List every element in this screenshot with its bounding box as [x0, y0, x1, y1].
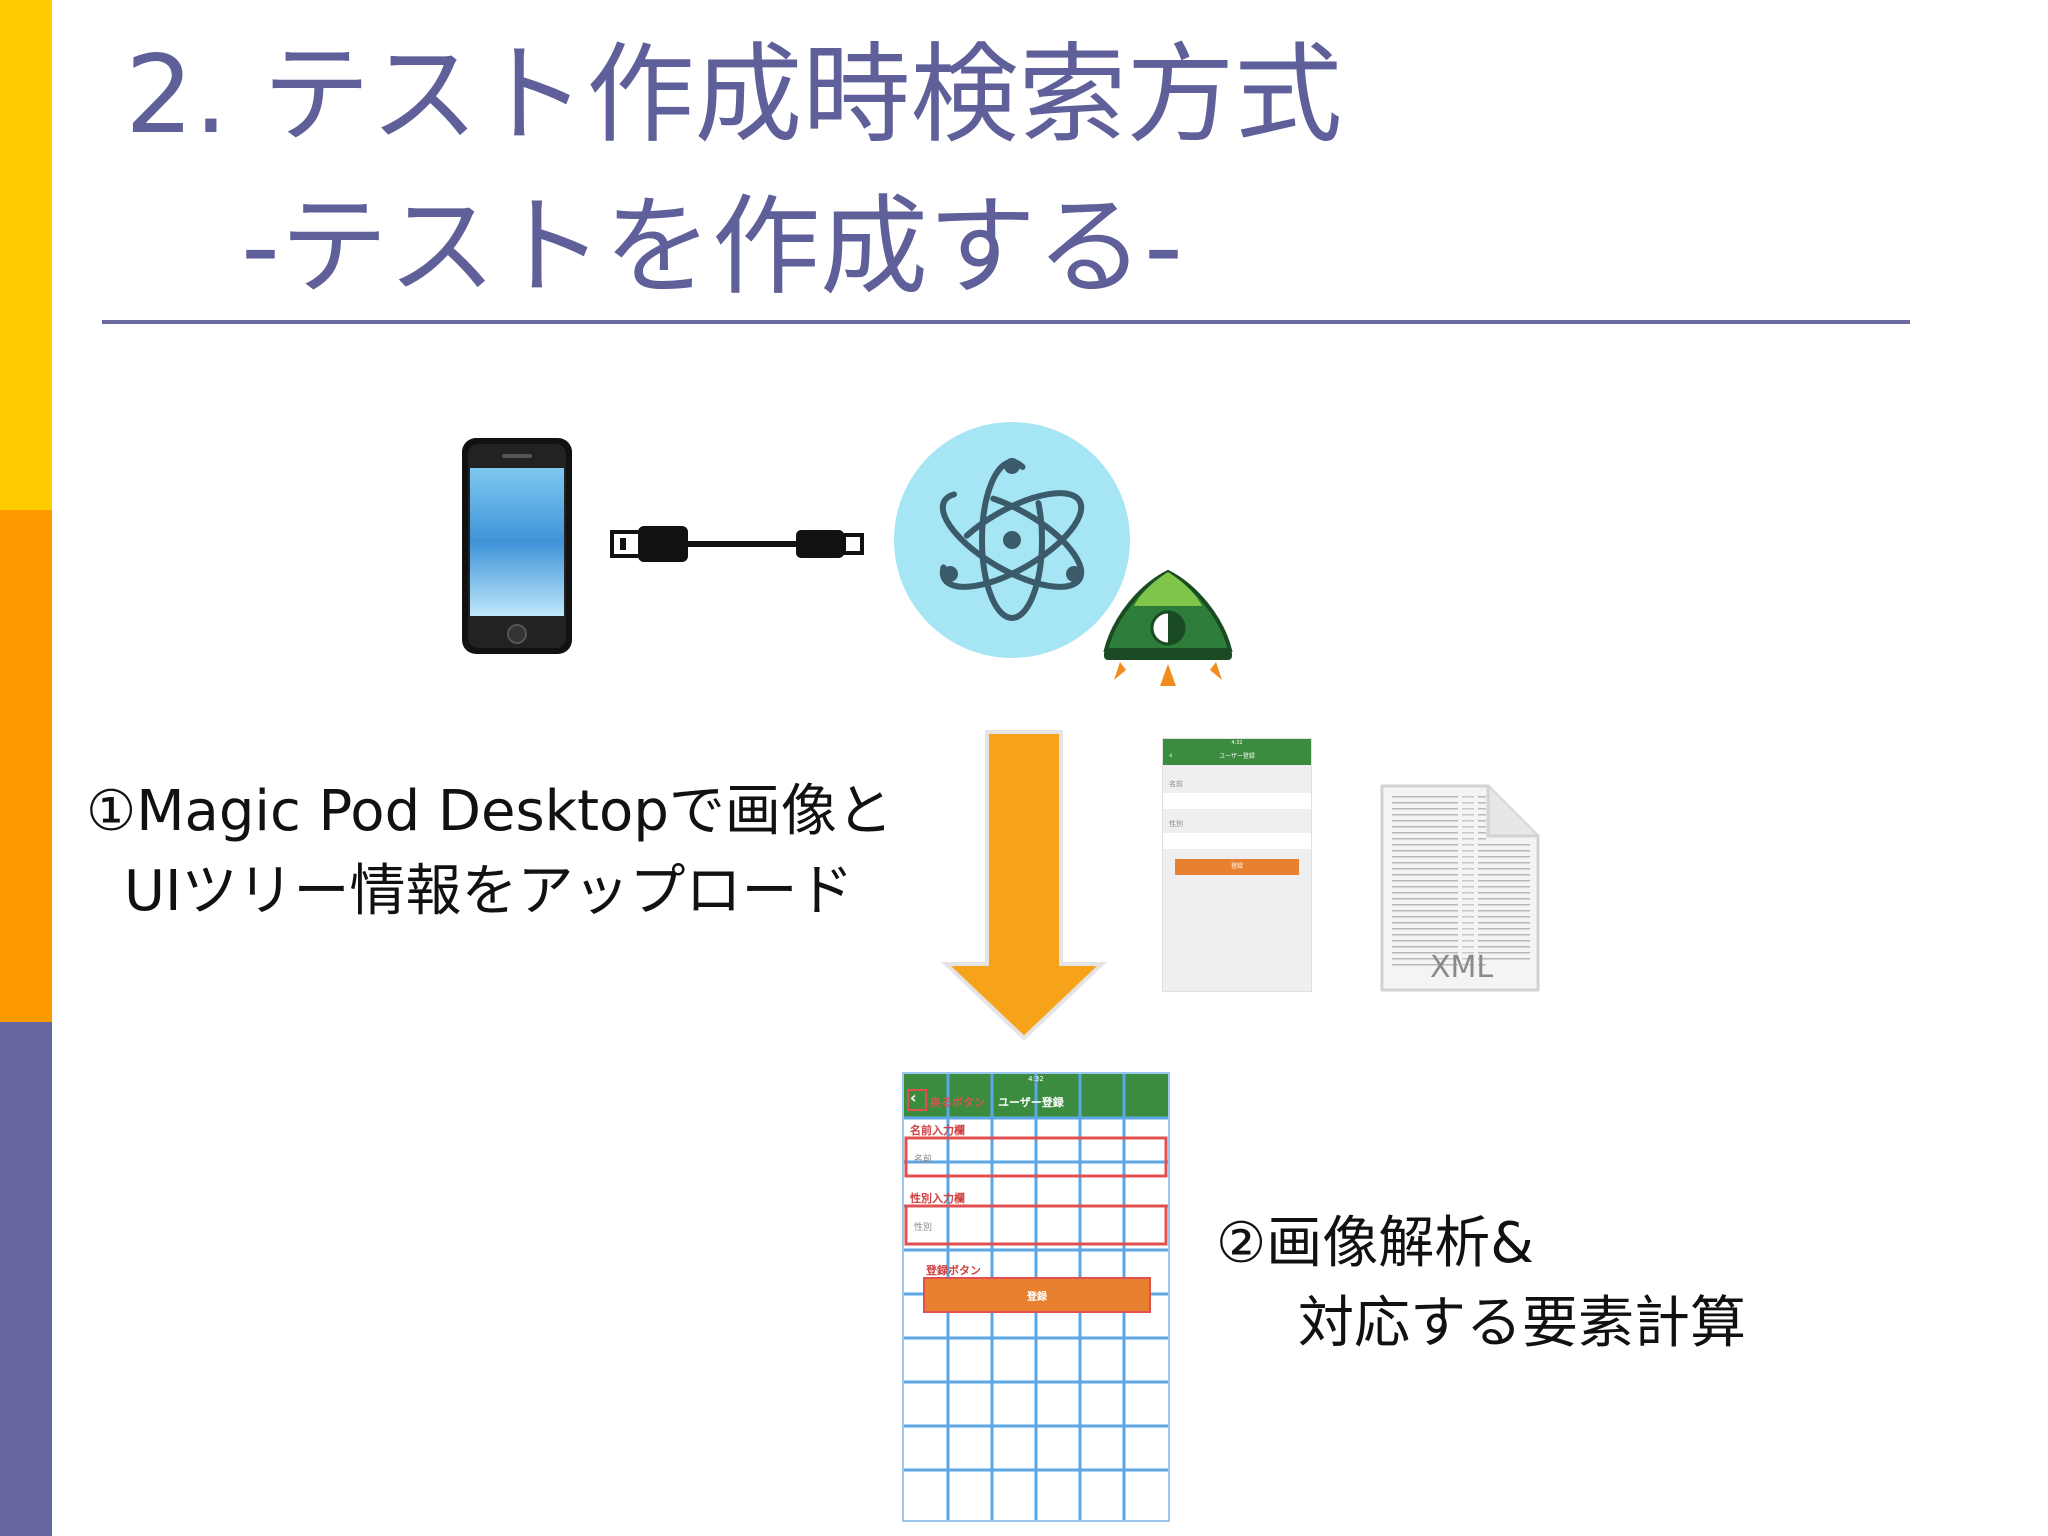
thumb-field-gender: 性別 [1169, 820, 1183, 828]
sidebar-bottom-segment [0, 1022, 52, 1536]
annot-header: ユーザー登録 [998, 1096, 1064, 1109]
sidebar-accent [0, 0, 52, 1536]
xml-file-label: XML [1430, 950, 1494, 985]
app-screenshot-thumbnail: 4:32 ‹ ユーザー登録 名前 性別 登録 [1162, 738, 1312, 992]
thumb-time: 4:32 [1231, 740, 1243, 746]
step1-caption-2: UIツリー情報をアップロード [124, 852, 854, 932]
title-line-2: -テストを作成する- [241, 185, 1183, 310]
sidebar-middle-segment [0, 510, 52, 1022]
electron-atom-icon [894, 422, 1130, 658]
thumb-title: ユーザー登録 [1219, 753, 1255, 760]
step1-line-1: ①Magic Pod Desktopで画像と [86, 779, 893, 844]
thumb-register-button: 登録 [1175, 859, 1299, 875]
annot-gender-label: 性別入力欄 [910, 1192, 965, 1205]
annot-register-button: 登録 [1027, 1292, 1047, 1303]
thumb-field-name-box [1163, 793, 1311, 809]
magicpod-rocket-icon [1103, 569, 1233, 686]
step2-caption-2: 対応する要素計算 [1298, 1284, 1746, 1364]
slide-title: 2. テスト作成時検索方式 -テストを作成する- [125, 20, 1342, 324]
step1-line-2: UIツリー情報をアップロード [124, 859, 854, 924]
step1-caption: ①Magic Pod Desktopで画像と [86, 772, 893, 852]
title-divider [102, 320, 1910, 324]
annot-name-label: 名前入力欄 [910, 1124, 965, 1137]
title-line-1: 2. テスト作成時検索方式 [125, 33, 1343, 158]
down-arrow-icon [940, 730, 1108, 1041]
thumb-header: 4:32 ‹ ユーザー登録 [1163, 739, 1311, 765]
annot-time: 4:32 [1028, 1075, 1044, 1083]
annot-name-placeholder: 名前 [914, 1155, 933, 1165]
step2-line-1: ②画像解析& [1216, 1211, 1534, 1276]
usb-cable-icon [610, 526, 864, 562]
thumb-field-name: 名前 [1169, 780, 1183, 788]
annot-register-label: 登録ボタン [926, 1264, 981, 1277]
sidebar-top-segment [0, 0, 52, 510]
annot-gender-placeholder: 性別 [914, 1223, 933, 1233]
xml-file-icon [1380, 784, 1540, 992]
step2-line-2: 対応する要素計算 [1298, 1291, 1746, 1356]
analysis-grid-overlay [904, 1074, 1168, 1520]
step2-caption: ②画像解析& [1216, 1204, 1534, 1284]
annot-back-icon: ‹ [910, 1088, 917, 1107]
annot-back-label: 戻るボタン [930, 1096, 985, 1109]
thumb-field-gender-box [1163, 833, 1311, 849]
thumb-back-icon: ‹ [1169, 751, 1173, 761]
annotated-screenshot: 4:32 ‹ 戻るボタン ユーザー登録 名前入力欄 名前 性別入力欄 性別 登録… [902, 1072, 1170, 1522]
smartphone-icon [462, 438, 572, 654]
